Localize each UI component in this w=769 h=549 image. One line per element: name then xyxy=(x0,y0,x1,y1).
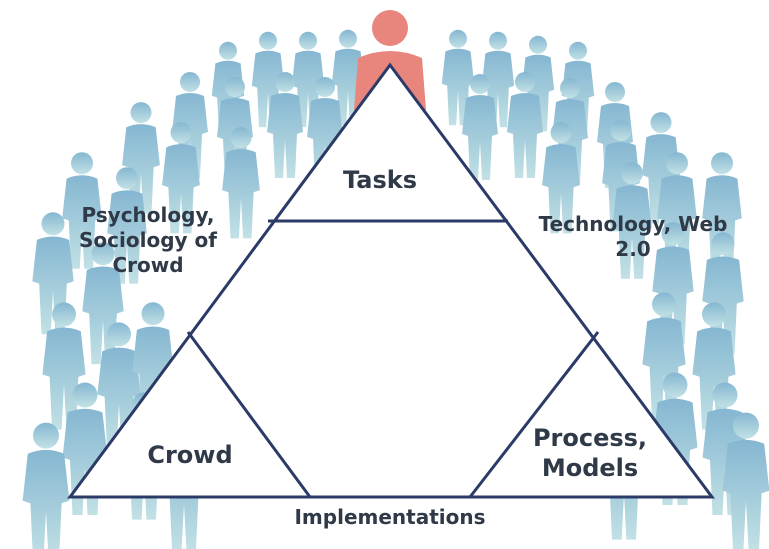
right-side-label-line: Technology, Web xyxy=(538,212,728,236)
crowd-node-label: Crowd xyxy=(147,441,233,469)
process-corner-triangle xyxy=(468,331,600,498)
left-side-label-line: Sociology of xyxy=(79,228,217,252)
bottom-side-label: Implementations xyxy=(294,505,486,529)
crowd-corner-triangle xyxy=(186,331,312,498)
process-models-label-line: Process, xyxy=(532,424,648,452)
process-models-node-label: Process, Models xyxy=(500,423,680,483)
right-side-label: Technology, Web 2.0 xyxy=(518,212,748,262)
left-side-label-line: Psychology, xyxy=(81,203,215,227)
left-side-label: Psychology, Sociology of Crowd xyxy=(58,203,238,278)
tasks-node-label: Tasks xyxy=(342,166,417,194)
left-side-label-line: Crowd xyxy=(112,253,184,277)
right-side-label-line: 2.0 xyxy=(615,237,651,261)
process-models-label-line: Models xyxy=(541,454,639,482)
crowd-person-icon xyxy=(22,422,70,549)
